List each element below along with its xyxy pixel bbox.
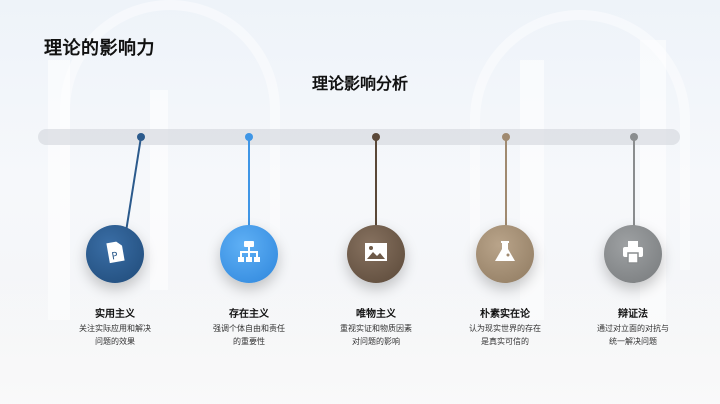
page-title: 理论的影响力 (44, 38, 155, 59)
printer-icon (619, 238, 647, 270)
desc-line: 的重要性 (233, 337, 265, 346)
desc-line: 问题的效果 (95, 337, 135, 346)
materialism-circle (347, 225, 405, 283)
item-desc-materialism: 重视实证和物质因素对问题的影响 (316, 322, 436, 348)
timeline-stem-2 (248, 137, 250, 227)
desc-line: 认为现实世界的存在 (469, 324, 541, 333)
sitemap-icon (235, 238, 263, 270)
timeline-stem-3 (375, 137, 377, 227)
timeline-stem-4 (505, 137, 507, 227)
item-title-naive-realism: 朴素实在论 (480, 309, 530, 320)
pragmatism-circle: P (86, 225, 144, 283)
document-p-icon: P (101, 238, 129, 270)
item-title-existentialism: 存在主义 (229, 309, 269, 320)
timeline-stem-1 (125, 136, 142, 230)
item-desc-pragmatism: 关注实际应用和解决问题的效果 (55, 322, 175, 348)
flask-icon (491, 238, 519, 270)
desc-line: 对问题的影响 (352, 337, 400, 346)
desc-line: 统一解决问题 (609, 337, 657, 346)
item-title-dialectics: 辩证法 (618, 309, 648, 320)
item-desc-naive-realism: 认为现实世界的存在是真实可信的 (445, 322, 565, 348)
desc-line: 关注实际应用和解决 (79, 324, 151, 333)
existentialism-circle (220, 225, 278, 283)
item-desc-existentialism: 强调个体自由和责任的重要性 (189, 322, 309, 348)
desc-line: 是真实可信的 (481, 337, 529, 346)
section-title: 理论影响分析 (311, 74, 408, 93)
naive-realism-circle (476, 225, 534, 283)
timeline-track (38, 129, 680, 145)
svg-text:P: P (111, 251, 119, 263)
desc-line: 强调个体自由和责任 (213, 324, 285, 333)
desc-line: 重视实证和物质因素 (340, 324, 412, 333)
desc-line: 通过对立面的对抗与 (597, 324, 669, 333)
item-title-pragmatism: 实用主义 (95, 309, 135, 320)
item-desc-dialectics: 通过对立面的对抗与统一解决问题 (573, 322, 693, 348)
item-title-materialism: 唯物主义 (356, 309, 396, 320)
image-icon (362, 238, 390, 270)
timeline-stem-5 (633, 137, 635, 227)
dialectics-circle (604, 225, 662, 283)
